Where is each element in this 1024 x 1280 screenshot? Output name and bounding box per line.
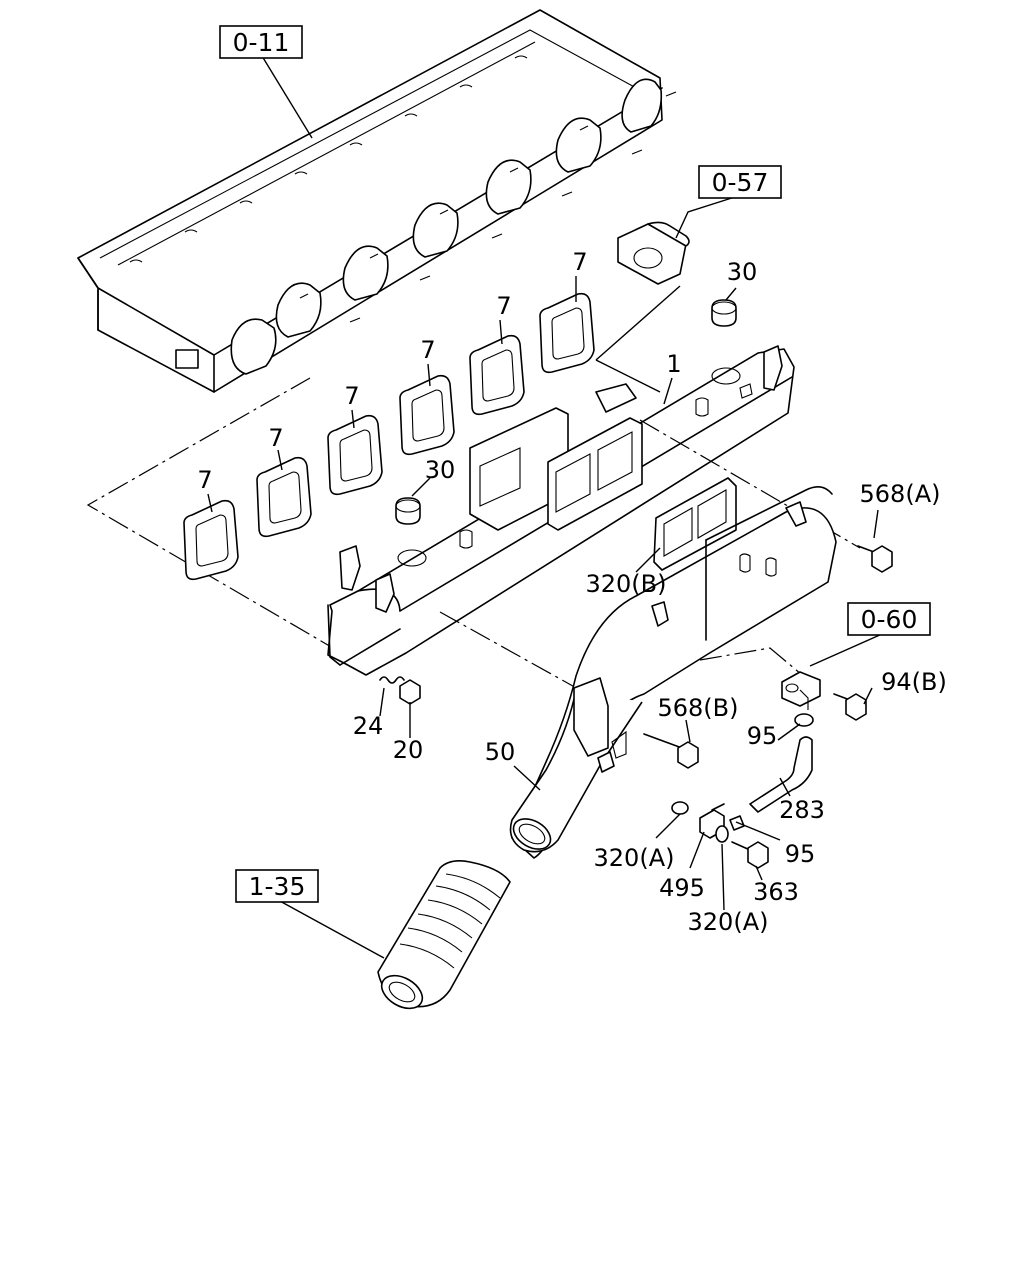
callout-7-e: 7 bbox=[496, 292, 511, 320]
callout-320a-1: 320(A) bbox=[594, 844, 675, 872]
leader-lines bbox=[207, 55, 883, 959]
bolt-363 bbox=[731, 841, 769, 869]
gasket-group bbox=[183, 292, 595, 581]
exhaust-manifold bbox=[327, 345, 795, 676]
callout-320a-2: 320(A) bbox=[688, 908, 769, 936]
callout-7-c: 7 bbox=[344, 382, 359, 410]
gasket-3 bbox=[327, 414, 383, 496]
cylinder-head bbox=[77, 9, 677, 393]
callout-363: 363 bbox=[753, 878, 799, 906]
gasket-1 bbox=[183, 499, 239, 581]
clamp-95-upper bbox=[794, 713, 814, 727]
callout-95-upper: 95 bbox=[747, 722, 778, 750]
callout-7-f: 7 bbox=[572, 248, 587, 276]
reference-1-35-label: 1-35 bbox=[249, 872, 306, 901]
callout-20: 20 bbox=[393, 736, 424, 764]
callout-95-lower: 95 bbox=[785, 840, 816, 868]
callouts: 7 7 7 7 7 7 30 30 1 568(A) 320(B) 94(B) … bbox=[197, 248, 947, 936]
flexible-hose bbox=[377, 860, 511, 1010]
spring-24 bbox=[379, 676, 405, 684]
cap-30-lower bbox=[395, 497, 421, 525]
reference-0-60-label: 0-60 bbox=[861, 605, 918, 634]
turbo-flange bbox=[617, 221, 690, 285]
callout-320b: 320(B) bbox=[586, 570, 667, 598]
reference-1-35: 1-35 bbox=[235, 869, 319, 903]
reference-0-11-label: 0-11 bbox=[233, 28, 290, 57]
bolt-94b bbox=[833, 693, 867, 721]
callout-1: 1 bbox=[666, 350, 681, 378]
tube-283 bbox=[749, 736, 813, 813]
cap-30-upper bbox=[711, 299, 737, 327]
callout-50: 50 bbox=[485, 738, 516, 766]
bolt-568b bbox=[643, 733, 699, 769]
callout-7-b: 7 bbox=[268, 424, 283, 452]
callout-30-upper: 30 bbox=[727, 258, 758, 286]
callout-7-d: 7 bbox=[420, 336, 435, 364]
gasket-2 bbox=[256, 456, 312, 538]
reference-0-57-label: 0-57 bbox=[712, 168, 769, 197]
callout-7-a: 7 bbox=[197, 466, 212, 494]
callout-24: 24 bbox=[353, 712, 384, 740]
washer-320a-2 bbox=[715, 825, 729, 843]
callout-30-lower: 30 bbox=[425, 456, 456, 484]
reference-0-11: 0-11 bbox=[219, 25, 303, 59]
bolt-568a bbox=[857, 545, 893, 573]
gasket-5 bbox=[469, 334, 525, 416]
callout-495: 495 bbox=[659, 874, 705, 902]
callout-94b: 94(B) bbox=[881, 668, 947, 696]
gasket-320b bbox=[653, 477, 737, 571]
callout-568a: 568(A) bbox=[860, 480, 941, 508]
washer-320a-1 bbox=[671, 801, 689, 815]
gasket-4 bbox=[399, 374, 455, 456]
exhaust-pipe bbox=[509, 486, 837, 859]
callout-568b: 568(B) bbox=[658, 694, 739, 722]
callout-283: 283 bbox=[779, 796, 825, 824]
gasket-6 bbox=[539, 292, 595, 374]
reference-0-57: 0-57 bbox=[698, 165, 782, 199]
reference-0-60: 0-60 bbox=[847, 602, 931, 636]
nut-20 bbox=[399, 679, 421, 705]
bracket bbox=[781, 671, 821, 710]
